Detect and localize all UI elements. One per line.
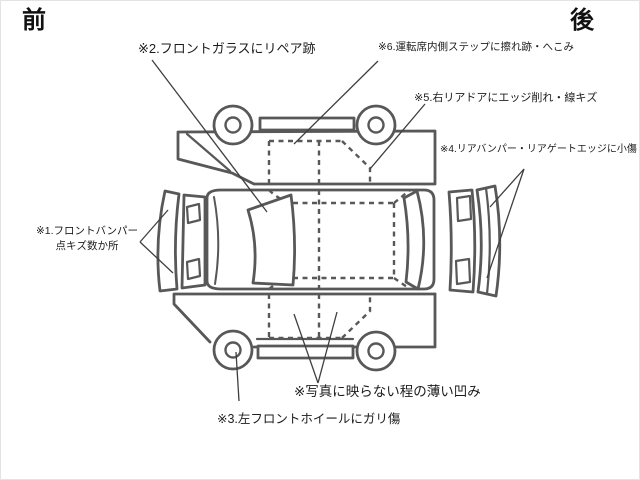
leader-note3 bbox=[235, 351, 240, 402]
taillight-right bbox=[455, 194, 473, 223]
rear-glass bbox=[402, 189, 426, 291]
front-left-wheel-hub bbox=[224, 341, 242, 359]
car-top-view bbox=[205, 188, 436, 291]
front-bumper bbox=[156, 189, 181, 293]
rear-left-wheel-hub bbox=[367, 342, 385, 360]
leader-note2 bbox=[151, 59, 268, 213]
annotation-note2-windshield: ※2.フロントガラスにリペア跡 bbox=[138, 41, 316, 56]
front-panel bbox=[180, 193, 207, 290]
rear-right-wheel-hub bbox=[367, 116, 385, 134]
a-pillar-line-right bbox=[185, 132, 232, 173]
leader-note6 bbox=[293, 60, 379, 145]
leader-note5 bbox=[369, 103, 426, 170]
leader-note4-upper bbox=[489, 168, 525, 208]
annotation-note3-front-left-wheel: ※3.左フロントホイールにガリ傷 bbox=[217, 412, 401, 426]
car-body-plan bbox=[205, 188, 436, 291]
annotation-note1-front-bumper: ※1.フロントバンパー 点キズ数か所 bbox=[35, 225, 139, 253]
annotation-note5-right-rear-door: ※5.右リアドアにエッジ削れ・線キズ bbox=[414, 92, 598, 104]
front-right-wheel-hub bbox=[224, 116, 242, 134]
annotation-note6-driver-step: ※6.運転席内側ステップに擦れ跡・へこみ bbox=[378, 41, 575, 53]
leader-note1-upper bbox=[139, 209, 169, 243]
windshield bbox=[246, 193, 296, 287]
rear-left-wheel bbox=[355, 330, 397, 372]
leader-photo-right bbox=[317, 311, 338, 384]
leader-photo-left bbox=[293, 313, 319, 384]
annotation-note4-rear-bumper: ※4.リアバンパー・リアゲートエッジに小傷 bbox=[440, 144, 637, 155]
front-orientation-label: 前 bbox=[22, 7, 46, 34]
leader-lines bbox=[139, 59, 525, 402]
headlight-left bbox=[185, 257, 202, 281]
rear-right-wheel bbox=[355, 104, 397, 146]
rear-bumper-seam bbox=[484, 186, 491, 296]
hood-line bbox=[213, 196, 220, 285]
annotation-faint-dent: ※写真に映らない程の薄い凹み bbox=[294, 384, 481, 399]
rear-orientation-label: 後 bbox=[570, 7, 594, 34]
taillight-left bbox=[454, 257, 472, 286]
leader-note4-lower bbox=[486, 168, 525, 279]
headlight-right bbox=[185, 202, 202, 225]
car-rear-view bbox=[447, 184, 502, 298]
rocker-panel-right bbox=[258, 116, 356, 132]
car-front-view bbox=[156, 189, 207, 293]
front-left-wheel bbox=[212, 329, 254, 371]
car-side-view-left bbox=[172, 292, 437, 372]
leader-note1-lower bbox=[139, 241, 174, 274]
door-outline-dashes bbox=[267, 139, 411, 340]
car-side-view-right bbox=[176, 104, 437, 186]
rear-bumper bbox=[475, 184, 502, 298]
front-right-wheel bbox=[212, 104, 254, 146]
